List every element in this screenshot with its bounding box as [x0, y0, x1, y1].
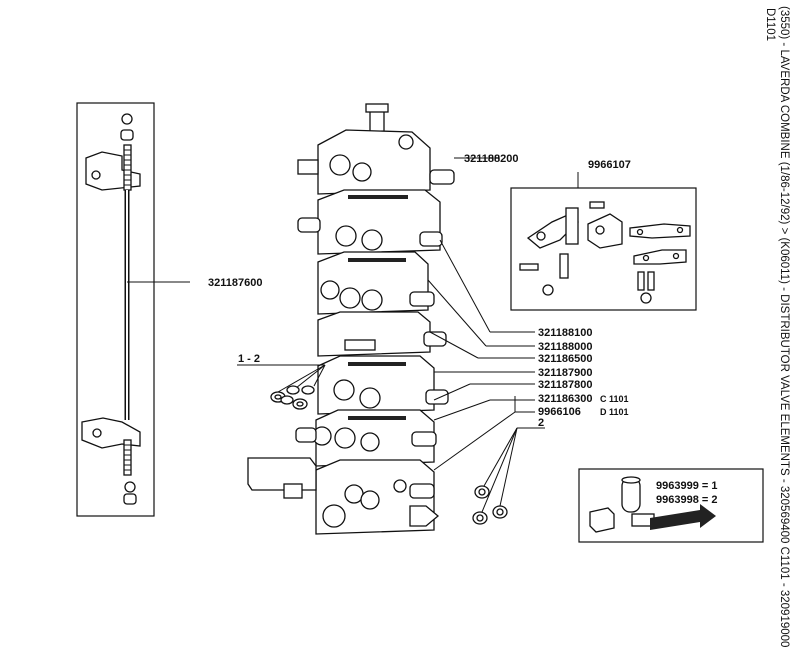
page-subtitle: D1101	[764, 8, 776, 42]
seals-group-2	[472, 427, 545, 525]
label-kit: 9966107	[588, 159, 631, 171]
label-seals-2: 2	[538, 417, 544, 429]
label-seals-1-2: 1 - 2	[238, 353, 260, 365]
legend-line-1: 9963999 = 1	[656, 480, 717, 492]
seals-group-1-2	[237, 364, 326, 410]
rod-assembly	[76, 102, 190, 517]
sealant-legend	[578, 468, 764, 543]
legend-line-2: 9963998 = 2	[656, 494, 717, 506]
label-rod: 321187600	[208, 277, 262, 289]
label-e1: 321188100	[538, 327, 592, 339]
valve-stack	[247, 103, 455, 535]
label-e4: 321187900	[538, 367, 592, 379]
label-top-valve: 321188200	[464, 153, 518, 165]
label-e6-code: C 1101	[600, 394, 629, 404]
label-e2: 321188000	[538, 341, 592, 353]
label-e7: 9966106	[538, 406, 581, 418]
label-e3: 321186500	[538, 353, 592, 365]
page-title: (3550) - LAVERDA COMBINE (1/86-12/92) > …	[778, 6, 790, 648]
label-e5: 321187800	[538, 379, 592, 391]
kit-box	[510, 172, 697, 311]
element-leaders	[427, 239, 535, 471]
label-e7-code: D 1101	[600, 407, 629, 417]
label-e6: 321186300	[538, 393, 592, 405]
